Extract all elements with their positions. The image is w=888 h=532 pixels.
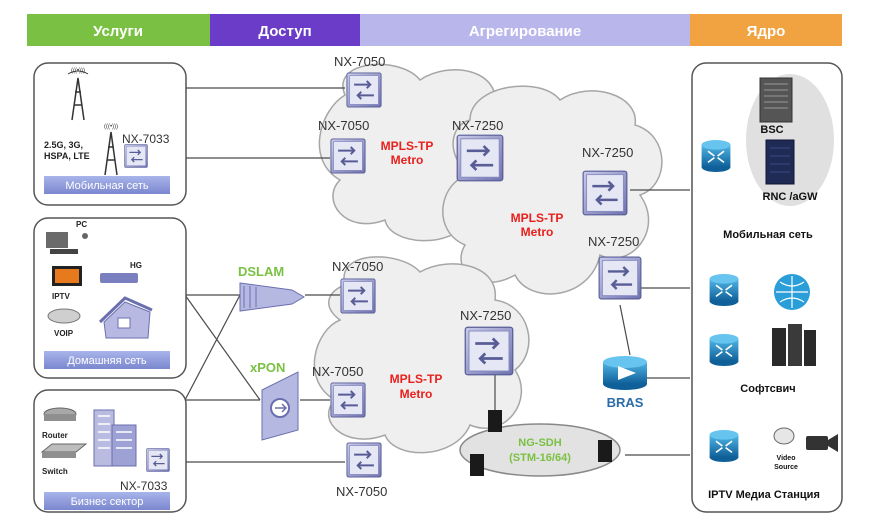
bras-icon [603, 356, 647, 390]
ng-sdh-sub: (STM-16/64) [509, 452, 571, 464]
header-aggregation-band [360, 14, 690, 46]
pc-label: PC [76, 220, 87, 229]
house-icon [98, 296, 153, 339]
globe-icon [774, 274, 810, 310]
sdh-node-3 [598, 440, 612, 462]
core-mobile-router-icon [700, 139, 732, 173]
nx7050-bottom-device [346, 442, 382, 478]
nx7250-top-label: NX-7250 [452, 118, 503, 133]
nx7250-right1-label: NX-7250 [582, 145, 633, 160]
nx7050-bottom-label: NX-7050 [336, 484, 387, 499]
iptv-media-station-label: IPTV Медиа Станция [708, 489, 820, 501]
nx7050-top2-label: NX-7050 [318, 118, 369, 133]
mpls-mid-sub: Metro [521, 225, 554, 239]
nx7033-mobile-label: NX-7033 [122, 132, 170, 146]
switch-icon [40, 443, 88, 458]
nx7250-top-device [456, 134, 504, 182]
sdh-node-1 [488, 410, 502, 432]
mobile-network-label: Мобильная сеть [65, 180, 148, 192]
header-core-label: Ядро [747, 23, 786, 40]
bsc-server-icon [759, 77, 793, 123]
dslam-icon [239, 282, 305, 312]
mpls-low-label: MPLS-TP [390, 372, 443, 386]
mpls-top-label: MPLS-TP [381, 139, 434, 153]
bsc-label: BSC [760, 124, 783, 136]
office-building-icon [93, 409, 137, 467]
core-mobile-label: Мобильная сеть [723, 229, 813, 241]
header-services-label: Услуги [93, 23, 143, 40]
nx7050-mid-device [340, 278, 376, 314]
voip-icon [47, 308, 81, 324]
ng-sdh-ring [459, 423, 621, 477]
header-core-band [690, 14, 842, 46]
nx7250-right2-device [598, 256, 642, 300]
xpon-icon [261, 371, 299, 441]
nx7050-top1-device [346, 72, 382, 108]
iptv-router-icon [708, 429, 740, 463]
nx7050-low-label: NX-7050 [312, 364, 363, 379]
router-label: Router [42, 431, 68, 440]
video-source-sub: Source [774, 464, 798, 471]
satellite-dish-icon [773, 427, 795, 445]
nx7033-business-device [146, 448, 170, 472]
softswitch-server-icon [772, 324, 816, 366]
dslam-label: DSLAM [238, 264, 284, 279]
header-aggregation-label: Агрегирование [469, 23, 581, 40]
connection-lines [150, 87, 690, 463]
home-network-label: Домашняя сеть [67, 355, 147, 367]
header-access-band [210, 14, 360, 46]
ng-sdh-label: NG-SDH [518, 437, 561, 449]
iptv-label: IPTV [52, 292, 70, 301]
hg-label: HG [130, 261, 142, 270]
svg-text:(((•))): (((•))) [104, 124, 118, 130]
iptv-icon [52, 266, 82, 286]
xpon-label: xPON [250, 360, 285, 375]
nx7033-business-label: NX-7033 [120, 479, 168, 493]
cell-tower-icon [67, 70, 89, 121]
mobile-tech-label-2: HSPA, LTE [44, 151, 90, 161]
nx7050-top1-label: NX-7050 [334, 54, 385, 69]
nx7250-low-label: NX-7250 [460, 308, 511, 323]
video-camera-icon [806, 434, 838, 452]
nx7033-mobile-device [124, 144, 148, 168]
hg-icon [100, 273, 138, 283]
rnc-server-icon [765, 139, 795, 185]
mpls-mid-label: MPLS-TP [511, 211, 564, 225]
mpls-low-sub: Metro [400, 387, 433, 401]
nx7050-top2-device [330, 138, 366, 174]
bras-label: BRAS [607, 395, 644, 410]
softswitch-router-icon-1 [708, 273, 740, 307]
voip-label: VOIP [54, 329, 74, 338]
nx7050-mid-label: NX-7050 [332, 259, 383, 274]
cell-tower-icon-2 [104, 131, 118, 176]
pc-icon [46, 232, 88, 254]
softswitch-label: Софтсвич [740, 383, 795, 395]
nx7250-low-device [464, 326, 514, 376]
mobile-tech-label: 2.5G, 3G, [44, 140, 83, 150]
softswitch-router-icon-2 [708, 333, 740, 367]
nx7250-right2-label: NX-7250 [588, 234, 639, 249]
svg-text:(((•))): (((•))) [71, 68, 85, 74]
switch-label: Switch [42, 467, 68, 476]
nx7050-low-device [330, 382, 366, 418]
rnc-label: RNC /aGW [763, 191, 819, 203]
mpls-top-sub: Metro [391, 153, 424, 167]
sdh-node-2 [470, 454, 484, 476]
header-services-band [27, 14, 210, 46]
video-source-label: Video [777, 455, 796, 462]
business-network-label: Бизнес сектор [71, 496, 144, 508]
nx7250-right1-device [582, 170, 628, 216]
header-access-label: Доступ [258, 23, 311, 40]
router-icon [43, 407, 77, 421]
